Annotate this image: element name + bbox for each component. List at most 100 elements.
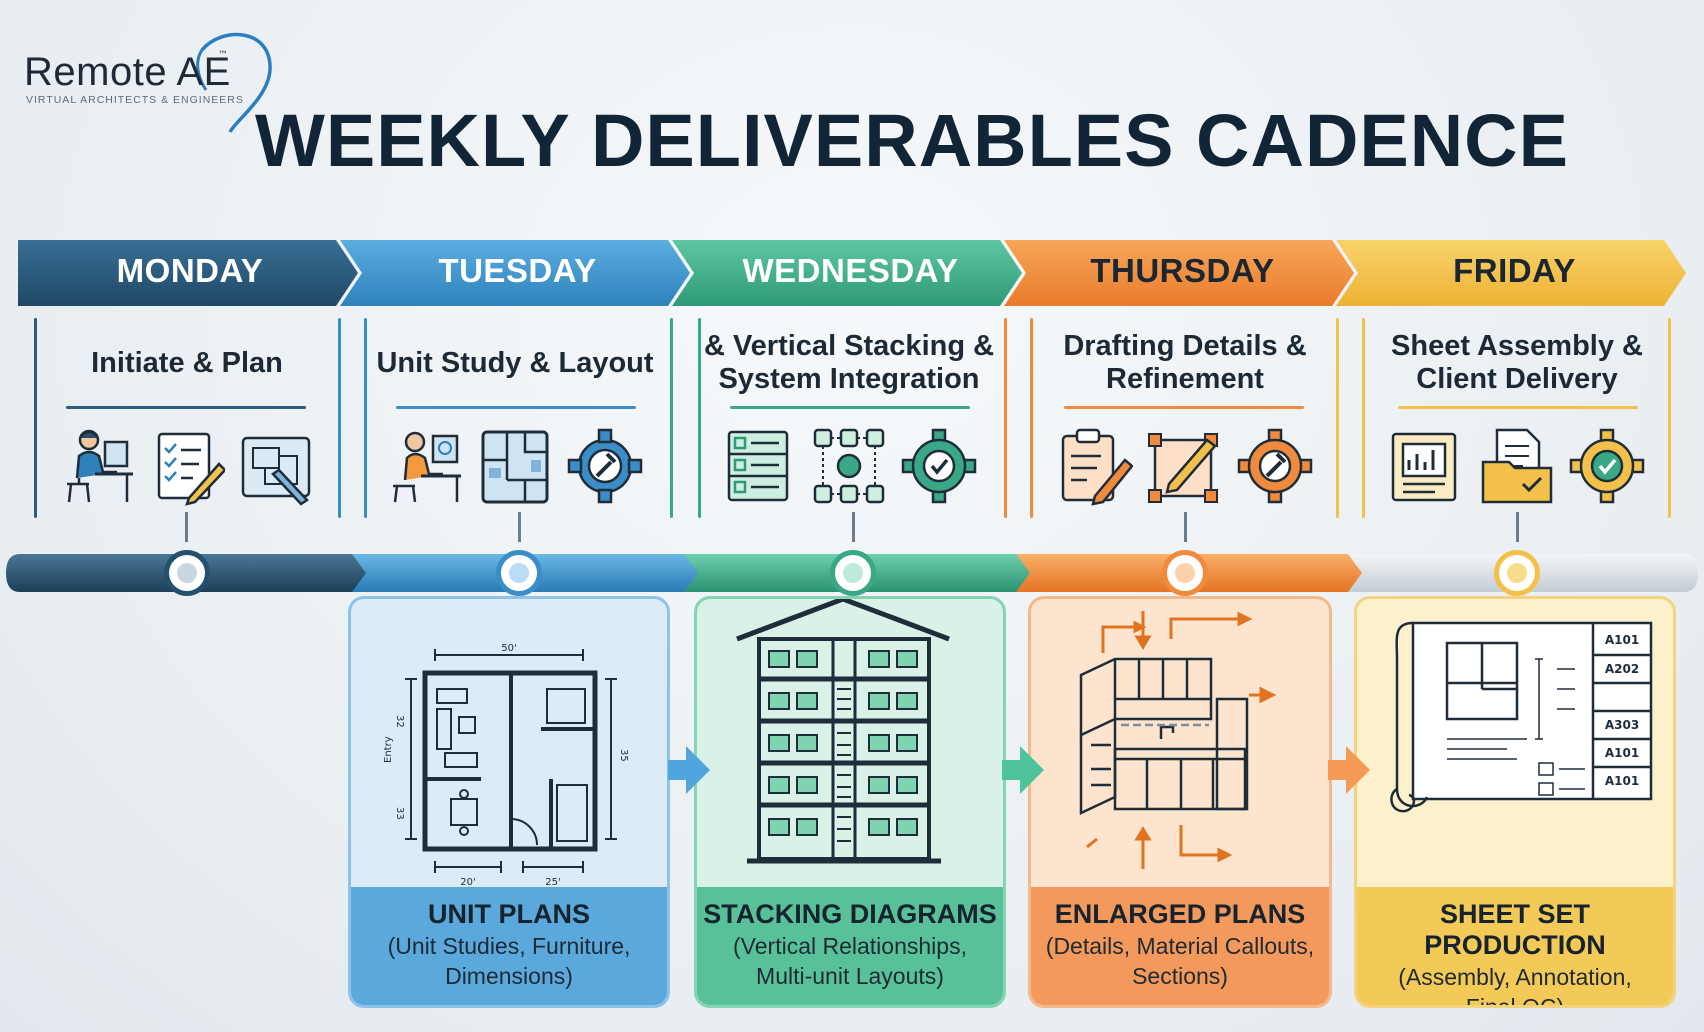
deliverable-line: (Vertical Relationships, [733, 933, 967, 959]
column-divider [364, 318, 367, 518]
deliverable-line: (Unit Studies, Furniture, [387, 933, 631, 959]
person-at-desk-icon [67, 429, 133, 503]
column-divider [338, 318, 341, 518]
dimension-side-c: 35 [618, 749, 629, 762]
timeline-stem [1184, 512, 1187, 542]
icon-row-monday [32, 426, 342, 506]
sheet-chart-icon [1391, 432, 1457, 502]
day-chevron-band [18, 240, 1686, 306]
deliverable-title: SHEET SET PRODUCTION [1424, 899, 1606, 960]
sheet-index-4: A101 [1605, 774, 1639, 788]
timeline-node-thursday [1162, 550, 1208, 596]
timeline-node-tuesday [496, 550, 542, 596]
flow-arrow-icon [668, 746, 710, 794]
column-divider [670, 318, 673, 518]
timeline-node-wednesday [830, 550, 876, 596]
task-underline [396, 406, 636, 409]
blueprint-pencil-icon [241, 436, 311, 506]
task-friday: Sheet Assembly & Client Delivery [1391, 330, 1643, 395]
timeline-node-monday [164, 550, 210, 596]
task-wednesday: & Vertical Stacking & System Integration [703, 330, 995, 395]
deliverable-line: (Assembly, Annotation, [1398, 964, 1632, 990]
wrench-gear-icon [567, 428, 643, 504]
column-divider [1004, 318, 1007, 518]
deliverable-card-enlarged-plans: ENLARGED PLANS (Details, Material Callou… [1028, 596, 1332, 1008]
column-divider [34, 318, 37, 518]
icon-row-thursday [1030, 426, 1340, 506]
floor-plan-icon [481, 430, 549, 504]
card-footer: SHEET SET PRODUCTION (Assembly, Annotati… [1357, 887, 1673, 1005]
day-label-wednesday: WEDNESDAY [742, 252, 959, 289]
card-footer: UNIT PLANS (Unit Studies, Furniture, Dim… [351, 887, 667, 1005]
check-gear-icon [1569, 428, 1645, 504]
task-thursday: Drafting Details & Refinement [1063, 330, 1307, 395]
deliverable-line: Multi-unit Layouts) [756, 963, 944, 989]
deliverable-card-stacking-diagrams: STACKING DIAGRAMS (Vertical Relationship… [694, 596, 1006, 1008]
task-underline [66, 406, 306, 409]
day-label-friday: FRIDAY [1453, 252, 1576, 289]
task-monday: Initiate & Plan [91, 346, 283, 379]
clipboard-pencil-icon [1061, 428, 1133, 506]
folder-check-icon [1481, 428, 1553, 504]
deliverable-title: STACKING DIAGRAMS [703, 899, 997, 929]
flow-arrow-icon [1002, 746, 1044, 794]
deliverable-card-sheet-set-production: A101 A202 A303 A101 A101 SHEET SET PRODU… [1354, 596, 1676, 1008]
person-at-desk-icon [393, 431, 461, 503]
check-gear-icon [901, 428, 977, 504]
card-footer: ENLARGED PLANS (Details, Material Callou… [1031, 887, 1329, 1005]
deliverable-card-unit-plans: 50' 20' 25' 32 33 Entry 35 UNIT PLANS (U… [348, 596, 670, 1008]
sheet-index-2: A303 [1605, 718, 1639, 732]
icon-row-friday [1362, 426, 1672, 506]
timeline-stem [852, 512, 855, 542]
dimension-side-a: 32 [394, 715, 405, 728]
deliverable-title: ENLARGED PLANS [1054, 899, 1306, 929]
deliverable-line: Final QC) [1465, 994, 1565, 1008]
dimension-side-b: 33 [394, 807, 405, 820]
stacking-building-drawing [736, 599, 950, 864]
logo-name: Remote AE [24, 50, 231, 94]
deliverable-line: Dimensions) [445, 963, 573, 989]
column-divider [1668, 318, 1671, 518]
task-tuesday: Unit Study & Layout [376, 346, 654, 379]
timeline-node-friday [1494, 550, 1540, 596]
dimension-bottom-right: 25' [545, 877, 560, 888]
stacked-checklist-icon [727, 430, 789, 502]
timeline-stem [1516, 512, 1519, 542]
kitchen-elevation-drawing [1079, 611, 1277, 869]
icon-row-tuesday [360, 426, 670, 506]
unit-plan-drawing: 50' 20' 25' 32 33 Entry 35 [383, 643, 629, 888]
dimension-top: 50' [501, 643, 516, 654]
day-label-thursday: THURSDAY [1090, 252, 1275, 289]
sheet-index-3: A101 [1605, 746, 1639, 760]
icon-row-wednesday [694, 426, 1004, 506]
logo-tagline: VIRTUAL ARCHITECTS & ENGINEERS [26, 94, 244, 106]
flow-arrow-icon [1328, 746, 1370, 794]
deliverable-line: Sections) [1132, 963, 1228, 989]
sheet-index-0: A101 [1605, 633, 1639, 647]
wrench-gear-icon [1237, 428, 1313, 504]
company-logo: Remote AE ™ VIRTUAL ARCHITECTS & ENGINEE… [22, 28, 282, 138]
column-divider [1362, 318, 1365, 518]
network-gear-icon [813, 428, 885, 504]
page-title: WEEKLY DELIVERABLES CADENCE [255, 99, 1569, 182]
column-divider [698, 318, 701, 518]
deliverable-line: (Details, Material Callouts, [1045, 933, 1315, 959]
task-underline [730, 406, 970, 409]
checklist-pencil-icon [157, 432, 225, 506]
drawing-sheet-roll-drawing: A101 A202 A303 A101 A101 [1390, 621, 1653, 813]
day-label-tuesday: TUESDAY [438, 252, 597, 289]
task-underline [1064, 406, 1304, 409]
location-pin-icon [196, 32, 272, 133]
column-divider [1030, 318, 1033, 518]
dimension-bottom-left: 20' [460, 877, 475, 888]
frame-pencil-icon [1148, 433, 1218, 503]
card-footer: STACKING DIAGRAMS (Vertical Relationship… [697, 887, 1003, 1005]
timeline-stem [185, 512, 188, 542]
deliverable-title: UNIT PLANS [428, 899, 590, 929]
trademark: ™ [218, 50, 228, 61]
day-label-monday: MONDAY [116, 252, 264, 289]
column-divider [1336, 318, 1339, 518]
timeline-stem [518, 512, 521, 542]
entry-label: Entry [383, 736, 394, 763]
sheet-index-1: A202 [1605, 662, 1639, 676]
